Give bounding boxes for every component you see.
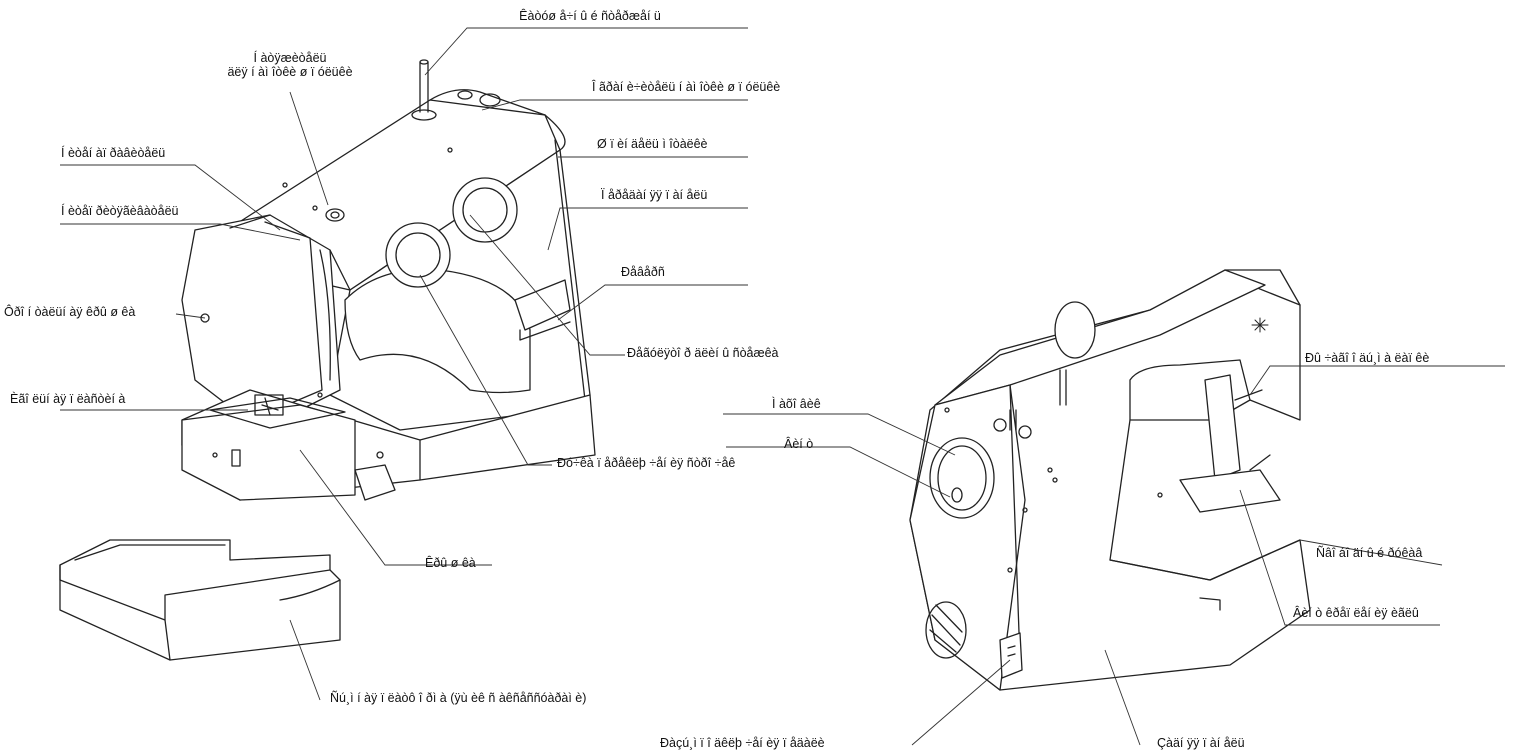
label-presser-foot-lever: Ðû ÷àãî î äú¸ì à ëàï êè [1305, 351, 1430, 365]
label-bobbin-winder-stopper: Î ãðàí è÷èòåëü í àì îòêè ø ï óëüêè [592, 80, 781, 94]
leader-lines [60, 27, 1505, 746]
label-face-plate: Ôðî í òàëüí àÿ êðû ø êà [4, 305, 136, 319]
label-upper-thread-guide: Í èòåí àï ðàâèòåëü [61, 146, 166, 160]
label-handwheel: Ì àõî âèê [772, 397, 821, 411]
label-accessory-case: Ñú¸ì í àÿ ï ëàòô î ðì à (ÿù èê ñ àêñåññó… [330, 691, 587, 705]
label-stitch-length-dial: Ï åðåäàí ÿÿ ï àí åëü [601, 188, 708, 202]
sewing-machine-front-view [181, 59, 596, 501]
sewing-machine-rear-view [909, 269, 1311, 691]
label-bobbin-winder-spindle: Ø ï èí äåëü ì îòàëêè [597, 137, 708, 151]
label-thread-take-up: Í èòåï ðèòÿãèâàòåëü [61, 204, 179, 218]
label-power-switch: Ðàçú¸ì ï î äêëþ ÷åí èÿ ï åäàëè [660, 736, 825, 750]
label-needle-plate: Èãî ëüí àÿ ï ëàñòèí à [10, 392, 126, 406]
label-thread-spool-pin: Êàòóø å÷í û é ñòåðæåí ü [519, 9, 661, 23]
label-cover: Êðû ø êà [425, 556, 476, 570]
label-pattern-dial: Ðó÷êà ï åðåêëþ ÷åí èÿ ñòðî ÷åê [557, 456, 736, 470]
label-stitch-selector: Ðåãóëÿòî ð äëèí û ñòåæêà [627, 346, 779, 360]
accessory-case-drawing [59, 539, 341, 661]
label-reverse-lever: Ðåâåðñ [621, 265, 665, 279]
label-thread-tension-guide: Í àòÿæèòåëü äëÿ í àì îòêè ø ï óëüêè [227, 51, 353, 79]
label-thread-cutter: Âèí ò êðåï ëåí èÿ èãëû [1293, 606, 1419, 620]
label-screw: Âèí ò [784, 437, 814, 451]
label-rear-panel: Çàäí ÿÿ ï àí åëü [1157, 736, 1245, 750]
label-carry-handle: Ñâî áî äí û é ðóêàâ [1316, 546, 1423, 560]
